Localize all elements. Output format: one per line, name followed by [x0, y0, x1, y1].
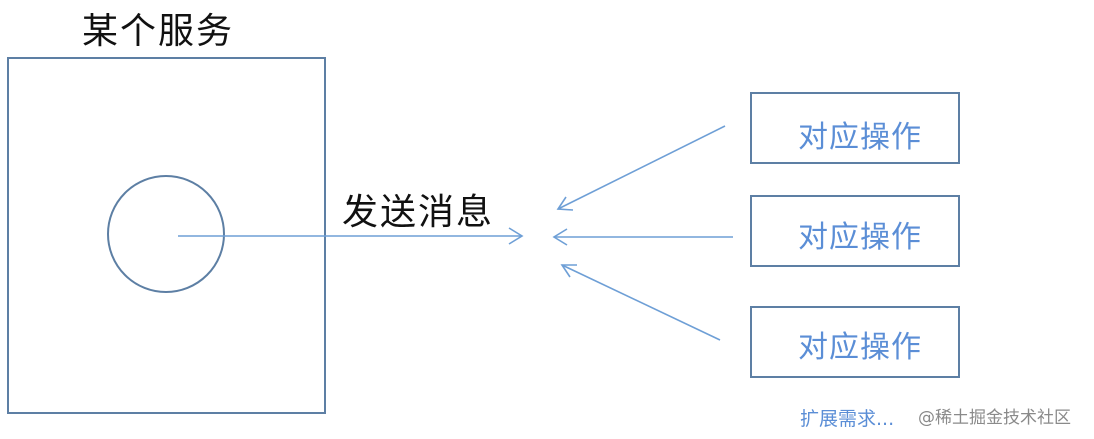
service-title: 某个服务 [82, 11, 235, 52]
operation-arrowhead-3 [560, 264, 577, 278]
expand-label: 扩展需求... [800, 408, 895, 430]
operation-arrow-1 [557, 125, 726, 210]
operation-label-2: 对应操作 [798, 220, 922, 255]
watermark: @稀土掘金技术社区 [918, 408, 1071, 428]
operation-arrowhead-1 [556, 196, 574, 211]
message-label: 发送消息 [342, 192, 495, 233]
operation-arrowhead-2 [552, 228, 568, 246]
operation-label-3: 对应操作 [798, 330, 922, 365]
operation-label-1: 对应操作 [798, 120, 922, 155]
operation-box-3 [750, 306, 960, 378]
operation-box-1 [750, 92, 960, 164]
service-circle [107, 175, 225, 293]
operation-box-2 [750, 195, 960, 267]
operation-arrow-3 [561, 264, 721, 341]
message-arrowhead [508, 227, 524, 245]
